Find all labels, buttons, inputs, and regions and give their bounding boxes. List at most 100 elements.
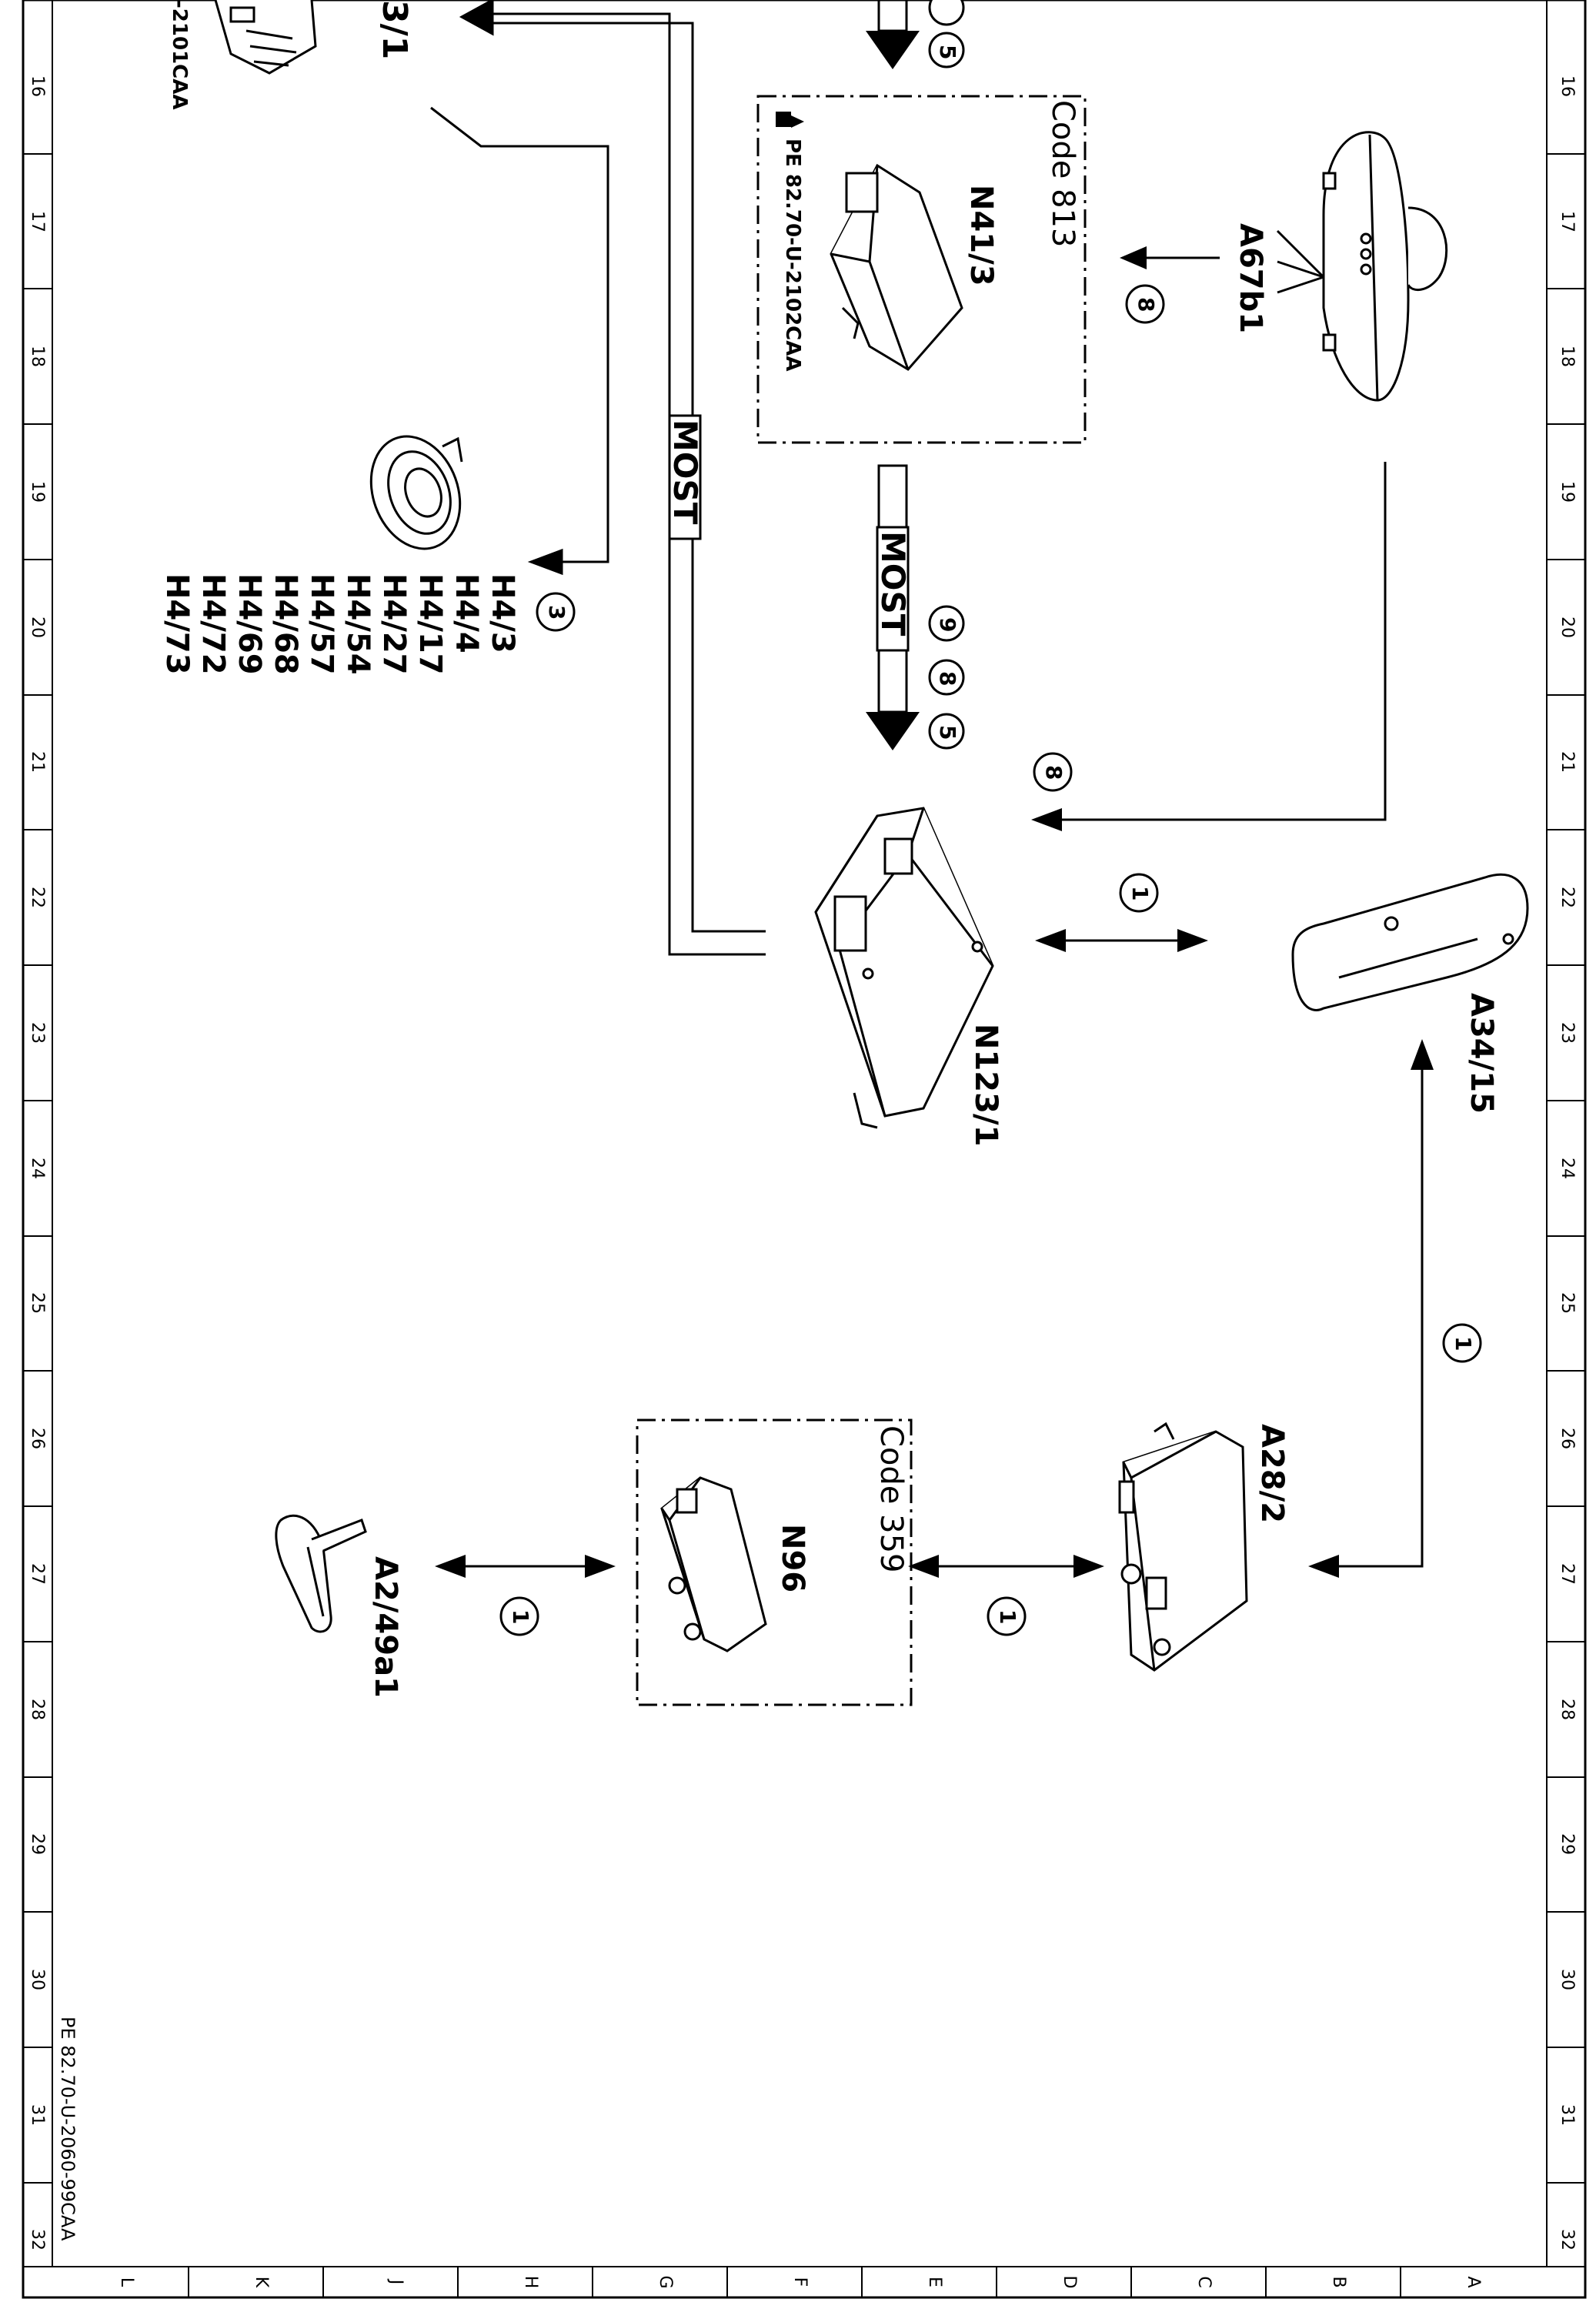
footer-reference: PE 82.70-U-2060-99CAA [57,2017,78,2241]
row-label-27: 27 [1558,1563,1577,1585]
row-label-31: 31 [1558,2104,1577,2126]
circled-number-speakers-badge: 3 [536,592,576,632]
row-label-29: 29 [28,1833,47,1855]
circled-number-most-b: 8 [935,671,960,686]
document-pointer-icon [776,112,804,128]
row-label-26: 26 [1558,1428,1577,1449]
row-label-22: 22 [28,887,47,908]
incoming-arrow-top: 5 [866,0,965,69]
a67b1-to-n123-1-arrow: 8 [1031,462,1387,831]
speaker-icon [369,435,463,550]
row-label-30: 30 [28,1969,47,1990]
col-label-l: L [117,2277,136,2287]
row-label-31: 31 [28,2104,47,2126]
row-label-20: 20 [28,617,47,638]
n41-3-module-icon [830,163,963,371]
row-label-16: 16 [28,75,47,97]
col-label-g: G [656,2275,675,2288]
circled-number-most-a: 9 [935,617,960,632]
row-label-19: 19 [1558,481,1577,503]
row-label-30: 30 [1558,1969,1577,1990]
top-left-document-ref: -2101CAA [168,0,191,109]
a28-2-label: A28/2 [1254,1424,1290,1523]
a34-15-to-a28-2-link: 1 [1308,1039,1482,1578]
n41-3-label: N41/3 [963,185,999,286]
top-left-component: -2101CAA 3/1 [168,0,414,109]
row-label-28: 28 [1558,1699,1577,1720]
a2-49a1-label: A2/49a1 [368,1556,403,1698]
circled-number-a67b1-n41: 8 [1134,297,1159,312]
row-label-21: 21 [1558,751,1577,773]
a28-2-module-icon [1118,1422,1248,1672]
row-labels-right: 16 17 18 19 20 21 22 23 24 25 26 27 28 2… [1558,75,1577,2251]
circled-number-n123-a34: 1 [1127,886,1153,901]
code-813-label: Code 813 [1045,100,1080,247]
a28-2-to-n96-link: 1 [908,1555,1104,1636]
most-bus-label-1: MOST [666,419,704,525]
circled-number-a34-a28: 1 [1451,1336,1476,1351]
col-label-f: F [790,2277,810,2287]
row-labels-left: 16 17 18 19 20 21 22 23 24 25 26 27 28 2… [28,75,47,2251]
n123-1-module-icon [814,807,994,1129]
speaker-h4-3: H4/3 [485,573,520,653]
row-label-20: 20 [1558,617,1577,638]
code-813-box: Code 813 N41/3 PE 82.70-U-2102CAA [756,95,1087,444]
circled-number-a67b1-n123: 8 [1041,765,1067,780]
row-label-18: 18 [1558,346,1577,367]
top-left-component-label: 3/1 [375,0,414,59]
most-bus-label-1-box: MOST [666,414,704,540]
speaker-h4-57: H4/57 [304,573,339,675]
n96-to-a2-49a1-link: 1 [435,1555,616,1636]
most-bus-label-2: MOST [874,531,912,637]
column-ticks [188,2267,1401,2297]
speaker-h4-68: H4/68 [268,573,303,675]
row-label-24: 24 [28,1158,47,1179]
col-label-k: K [252,2277,271,2288]
row-label-18: 18 [28,346,47,367]
speaker-h4-27: H4/27 [376,573,412,675]
col-label-d: D [1060,2276,1079,2289]
speaker-h4-17: H4/17 [412,573,448,675]
row-label-17: 17 [28,211,47,232]
row-label-32: 32 [28,2229,47,2251]
code-359-box: Code 359 N96 [636,1418,913,1706]
control-unit-icon [214,0,317,75]
row-ticks [23,153,1585,2184]
row-label-26: 26 [28,1428,47,1449]
col-label-h: H [521,2276,540,2289]
speaker-h4-69: H4/69 [232,573,267,675]
row-label-21: 21 [28,751,47,773]
speaker-h4-54: H4/54 [340,573,376,675]
col-label-b: B [1329,2276,1348,2287]
a67b1-to-n41-3-arrow: 8 [1120,246,1220,324]
row-label-23: 23 [28,1022,47,1044]
circled-number-top-arrow: 5 [935,45,960,59]
col-label-c: C [1194,2276,1214,2287]
row-label-28: 28 [28,1699,47,1720]
speaker-h4-73: H4/73 [159,573,195,675]
code-359-label: Code 359 [873,1425,909,1572]
row-label-16: 16 [1558,75,1577,97]
a67b1-label: A67b1 [1233,223,1268,333]
n123-1-to-a34-15-link: 1 [1035,873,1208,952]
n123-1-label: N123/1 [968,1024,1003,1146]
col-label-e: E [925,2277,944,2287]
col-label-j: J [386,2278,406,2285]
row-label-25: 25 [1558,1292,1577,1314]
row-label-25: 25 [28,1292,47,1314]
most-link-top [459,0,766,956]
n41-3-document-ref: PE 82.70-U-2102CAA [781,139,804,372]
a34-15-device-icon [1291,873,1529,1011]
a34-15-label: A34/15 [1464,993,1499,1114]
row-label-19: 19 [28,481,47,503]
row-label-27: 27 [28,1563,47,1585]
most-link-n41-to-n123: MOST 9 8 5 [866,464,965,750]
row-label-22: 22 [1558,887,1577,908]
speaker-connection [430,106,609,576]
a67b1-mirror-icon [1276,131,1448,402]
speaker-h4-72: H4/72 [195,573,231,675]
col-label-a: A [1464,2276,1483,2287]
circled-number-speakers: 3 [544,605,569,620]
a2-49a1-antenna-icon [275,1514,367,1633]
